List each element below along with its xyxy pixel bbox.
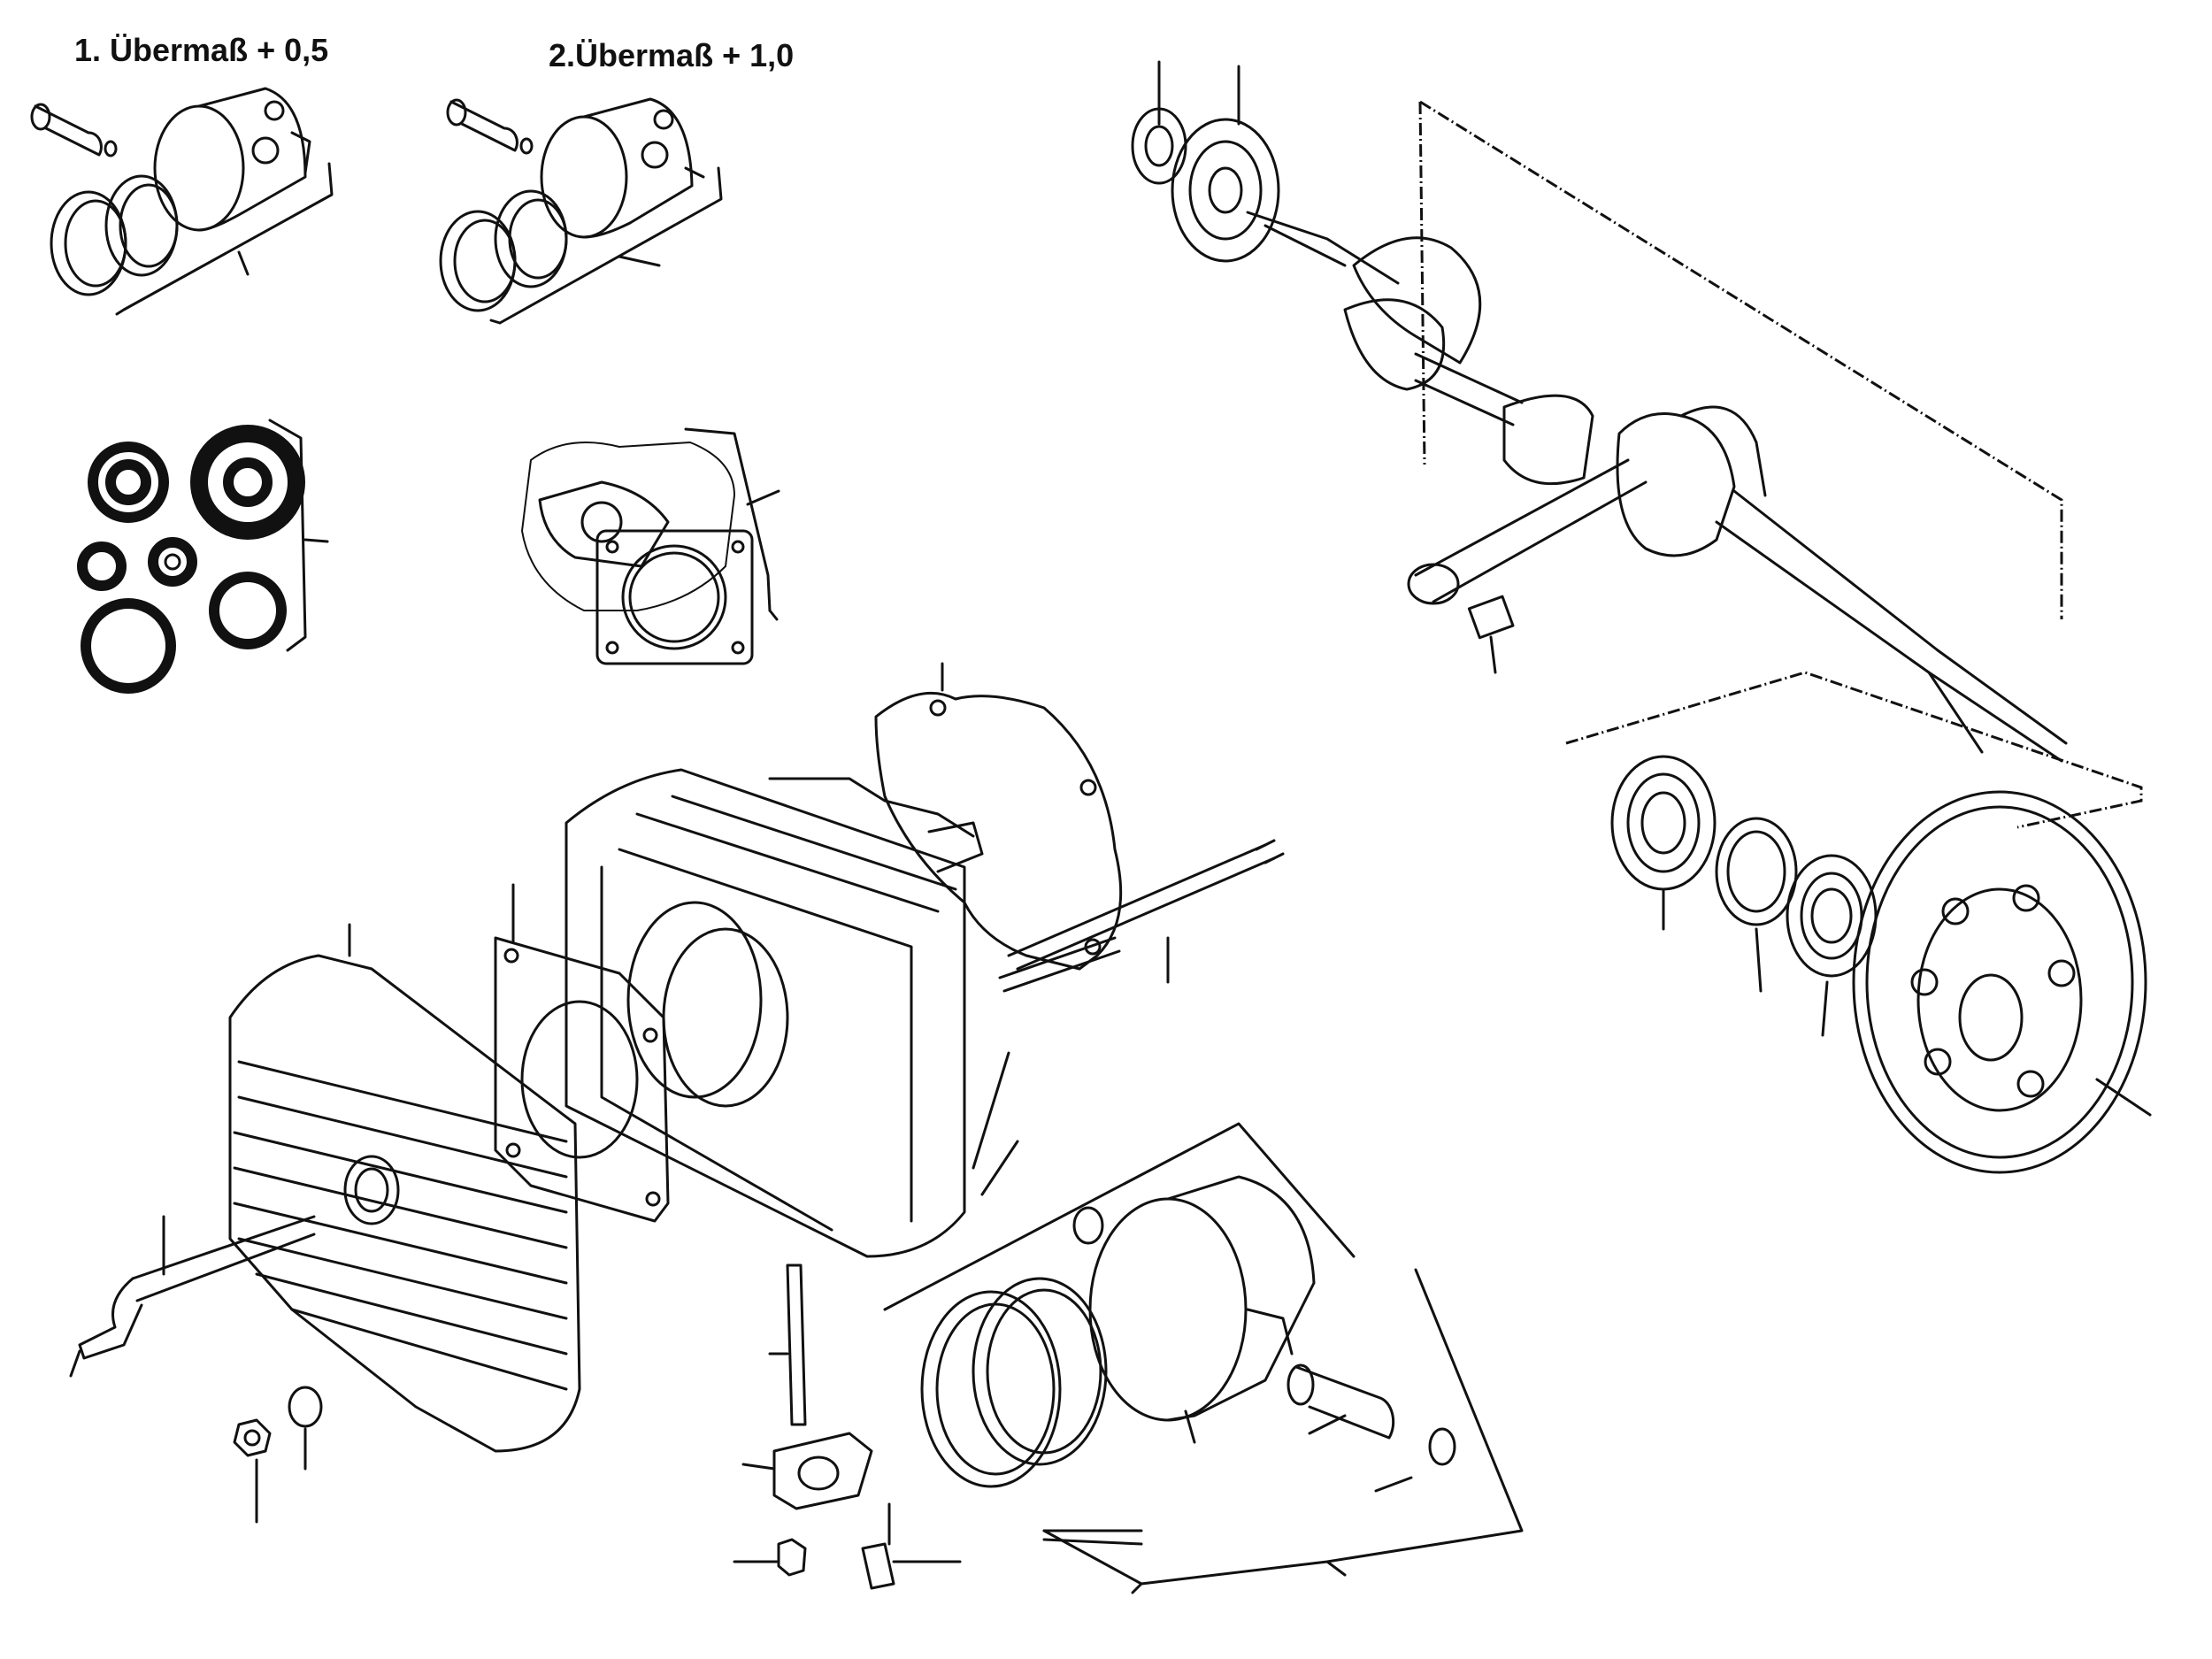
oversize-1-label: 1. Übermaß + 0,5 — [74, 32, 329, 68]
piston-kit — [883, 1122, 1524, 1594]
piston-rings-2 — [439, 189, 568, 312]
piston-pin-2 — [446, 98, 534, 155]
head-gasket — [494, 883, 670, 1223]
gasket-set — [520, 427, 780, 665]
oversize-kit-1 — [30, 87, 334, 316]
sprocket-wheel — [1852, 790, 2152, 1174]
cylinder-studs — [998, 839, 1285, 993]
exhaust-fittings — [733, 1263, 962, 1590]
piston-1 — [153, 87, 311, 232]
cylinder — [565, 768, 1010, 1258]
piston-pin-1 — [30, 103, 118, 157]
oversize-kit-2 — [439, 97, 723, 325]
oil-seal-set — [77, 419, 329, 694]
cylinder-head — [69, 923, 581, 1524]
kit-2-bracket — [489, 166, 723, 325]
oversize-2-label: 2.Übermaß + 1,0 — [549, 37, 795, 73]
piston-2 — [540, 97, 705, 239]
piston-rings-1 — [50, 174, 179, 296]
bearing-set — [1565, 671, 2143, 1037]
crankshaft-assembly — [1131, 60, 2068, 763]
kit-1-bracket — [115, 162, 334, 316]
